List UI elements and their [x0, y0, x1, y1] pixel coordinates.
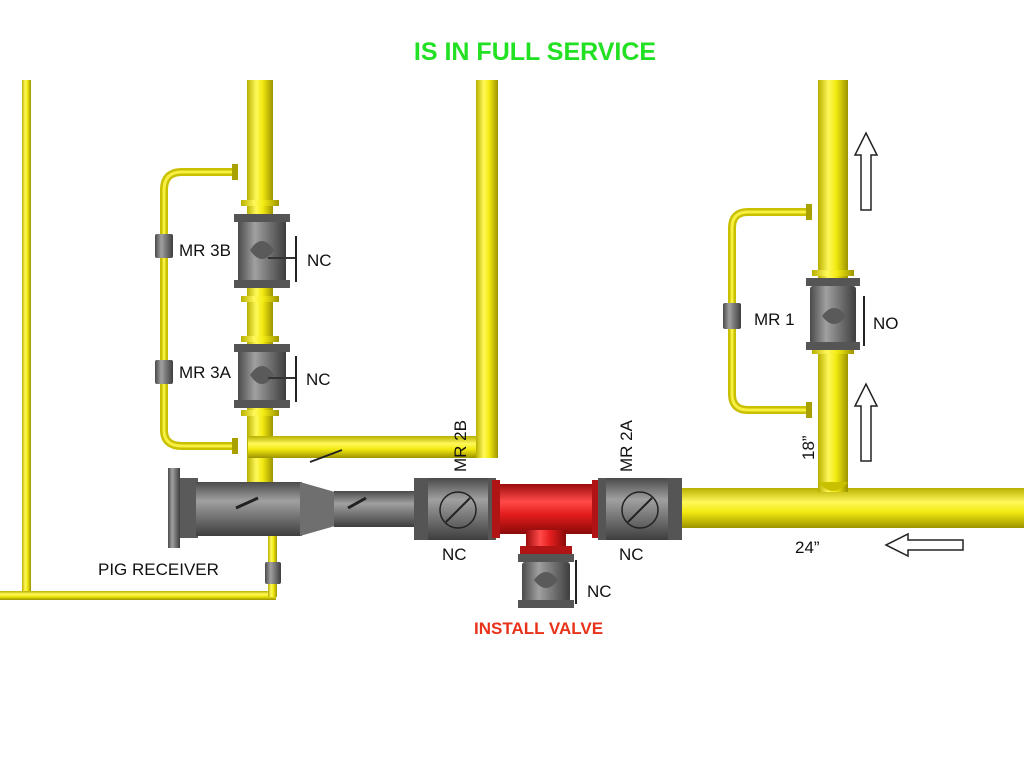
- label-mr3b: MR 3B: [179, 241, 231, 260]
- gate-valve-icon: [806, 278, 865, 350]
- label-nc-2a: NC: [619, 545, 644, 564]
- flow-arrow-up-icon: [853, 131, 879, 211]
- label-mr3a: MR 3A: [179, 363, 231, 382]
- label-nc-install: NC: [587, 582, 612, 601]
- gate-valve-icon: [234, 214, 297, 288]
- label-size-24: 24”: [795, 538, 820, 557]
- label-mr1: MR 1: [754, 310, 795, 329]
- label-size-18: 18”: [799, 435, 818, 460]
- gate-valve-icon: [518, 554, 577, 608]
- label-no-mr1: NO: [873, 314, 899, 333]
- label-mr2a: MR 2A: [617, 420, 636, 472]
- label-mr2b: MR 2B: [451, 420, 470, 472]
- label-pig-receiver: PIG RECEIVER: [98, 560, 219, 579]
- red-tee-fitting: [492, 480, 600, 554]
- label-install-valve: INSTALL VALVE: [474, 619, 604, 638]
- mr3-bypass-loop: [155, 164, 238, 454]
- diagram-title: IS IN FULL SERVICE: [413, 38, 657, 66]
- pig-receiver-barrel: [168, 468, 418, 584]
- gate-valve-icon: [234, 344, 297, 408]
- main-24in-pipe: [682, 488, 1024, 528]
- label-nc-3b: NC: [307, 251, 332, 270]
- flow-arrow-up-icon: [853, 382, 879, 462]
- label-nc-3a: NC: [306, 370, 331, 389]
- gate-valve-icon: [414, 478, 496, 540]
- label-nc-2b: NC: [442, 545, 467, 564]
- flow-arrow-left-icon: [884, 532, 964, 558]
- gate-valve-icon: [598, 478, 682, 540]
